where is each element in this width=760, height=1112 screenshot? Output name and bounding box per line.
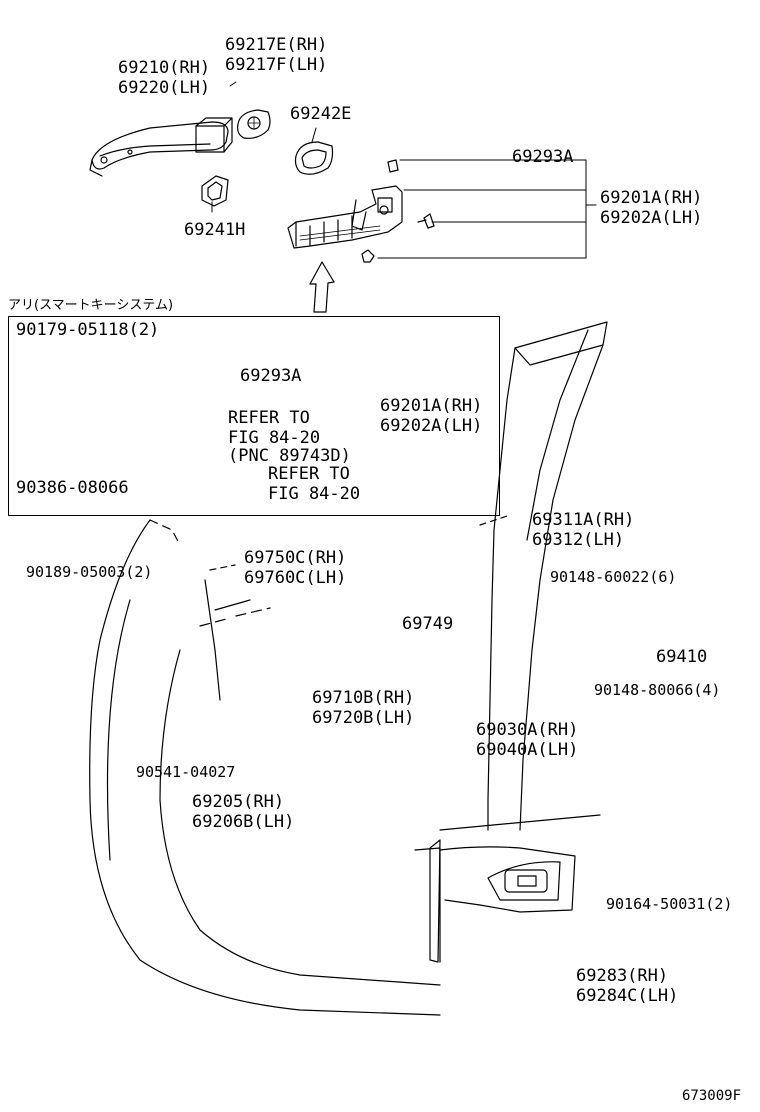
refer-note-1-line2: FIG 84-20 (228, 428, 321, 448)
part-label-69284c: 69284C(LH) (576, 986, 679, 1006)
part-label-69760c: 69760C(LH) (244, 568, 347, 588)
part-label-90179: 90179-05118(2) (16, 320, 160, 340)
smart-key-inset-box (8, 316, 500, 516)
part-label-90189: 90189-05003(2) (26, 563, 153, 581)
refer-note-1-line3: (PNC 89743D) (228, 446, 351, 466)
handle-frame-69201a-top (287, 159, 435, 263)
refer-note-2-line1: REFER TO (268, 464, 350, 484)
part-label-69220: 69220(LH) (118, 78, 211, 98)
part-label-90148-80066: 90148-80066(4) (594, 681, 721, 699)
outside-handle-69210 (89, 117, 233, 177)
gasket-69242e (294, 141, 334, 175)
part-label-69217f: 69217F(LH) (225, 55, 328, 75)
part-label-69030a: 69030A(RH) (476, 720, 579, 740)
part-label-69201a-top: 69201A(RH) (600, 188, 703, 208)
part-label-69205: 69205(RH) (192, 792, 285, 812)
part-label-69311a: 69311A(RH) (532, 510, 635, 530)
part-label-69749: 69749 (402, 614, 454, 634)
up-arrow (309, 261, 335, 313)
inset-title: アリ(スマートキーシステム) (8, 298, 174, 313)
part-label-69293a-top: 69293A (512, 147, 574, 167)
part-label-69206b: 69206B(LH) (192, 812, 295, 832)
part-label-90148-60022: 90148-60022(6) (550, 568, 677, 586)
part-label-69283: 69283(RH) (576, 966, 669, 986)
part-label-69410: 69410 (656, 647, 708, 667)
part-label-69202a-inset: 69202A(LH) (380, 416, 483, 436)
part-label-69242e: 69242E (290, 104, 352, 124)
part-label-69217e: 69217E(RH) (225, 35, 328, 55)
part-label-69750c: 69750C(RH) (244, 548, 347, 568)
part-label-90386: 90386-08066 (16, 478, 129, 498)
part-label-69210: 69210(RH) (118, 58, 211, 78)
part-label-69710b: 69710B(RH) (312, 688, 415, 708)
refer-note-2-line2: FIG 84-20 (268, 484, 361, 504)
part-label-69201a-inset: 69201A(RH) (380, 396, 483, 416)
part-label-69293a-inset: 69293A (240, 366, 302, 386)
part-label-90164: 90164-50031(2) (606, 895, 733, 913)
leader-lines-top (211, 81, 597, 259)
part-label-69202a-top: 69202A(LH) (600, 208, 703, 228)
part-label-69312: 69312(LH) (532, 530, 625, 550)
part-label-69040a: 69040A(LH) (476, 740, 579, 760)
figure-code: 673009F (682, 1088, 742, 1104)
door-body-outline (89, 321, 608, 1016)
gasket-69241h (201, 175, 229, 207)
refer-note-1-line1: REFER TO (228, 408, 310, 428)
part-label-69720b: 69720B(LH) (312, 708, 415, 728)
part-label-69241h: 69241H (184, 220, 246, 240)
part-label-90541: 90541-04027 (136, 763, 236, 781)
handle-cover-69217e (237, 109, 271, 139)
